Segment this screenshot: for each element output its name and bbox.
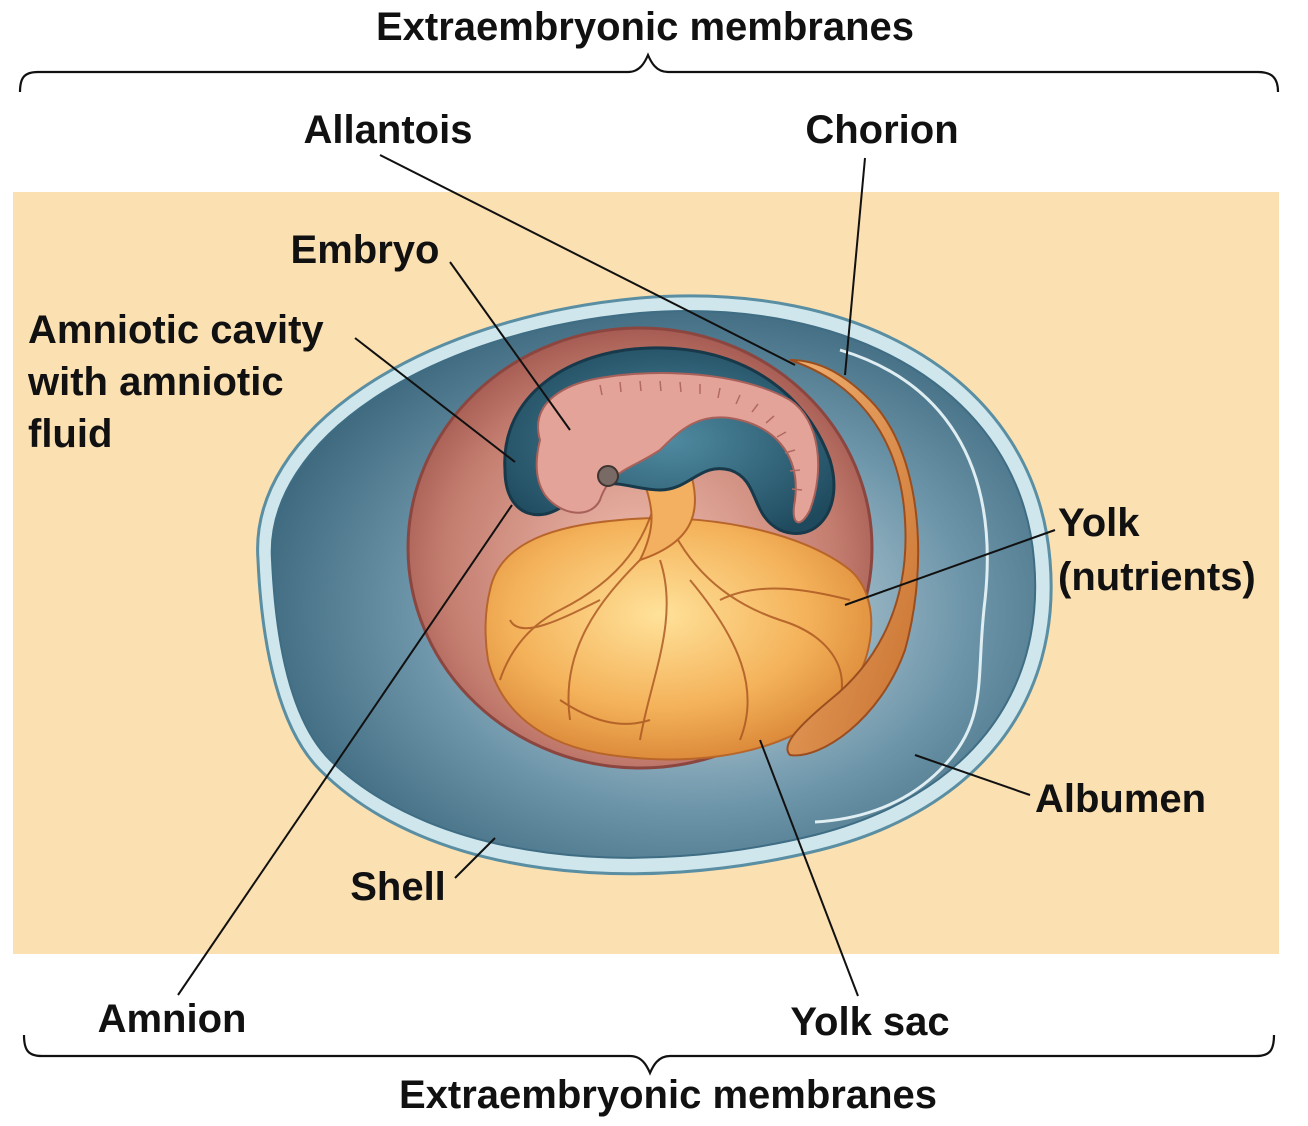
label-yolk-sac: Yolk sac (790, 1000, 949, 1044)
bottom-brace (22, 1034, 1276, 1076)
label-amniotic-cavity-line2: with amniotic (27, 360, 284, 404)
yolk-sac-leader (759, 739, 859, 997)
allantois (786, 359, 920, 757)
label-yolk-line1: Yolk (1058, 501, 1140, 545)
label-amniotic-cavity-line3: fluid (28, 412, 112, 456)
embryo-somites (599, 380, 803, 491)
chorion-outer-line (814, 348, 989, 824)
yolk-leader (844, 529, 1056, 606)
allantois-leader (379, 154, 796, 366)
shell-leader (454, 837, 496, 879)
amnion-leader (177, 504, 513, 996)
label-allantois: Allantois (304, 108, 473, 152)
embryo-eye (597, 465, 619, 487)
title-top: Extraembryonic membranes (376, 5, 914, 49)
amniotic-cavity-leader (354, 337, 516, 463)
yolk-stalk (638, 469, 696, 562)
yolk-veins (499, 479, 851, 741)
embryo-leader (449, 261, 571, 431)
albumen-leader (914, 754, 1031, 796)
label-albumen: Albumen (1035, 777, 1206, 821)
label-amnion: Amnion (98, 997, 247, 1041)
label-embryo: Embryo (291, 228, 440, 272)
label-yolk-line2: (nutrients) (1058, 555, 1256, 599)
label-shell: Shell (350, 865, 446, 909)
title-bottom: Extraembryonic membranes (399, 1073, 937, 1117)
chorion-leader (844, 157, 866, 376)
label-amniotic-cavity-line1: Amniotic cavity (28, 308, 324, 352)
label-chorion: Chorion (805, 108, 958, 152)
top-brace (18, 52, 1280, 93)
